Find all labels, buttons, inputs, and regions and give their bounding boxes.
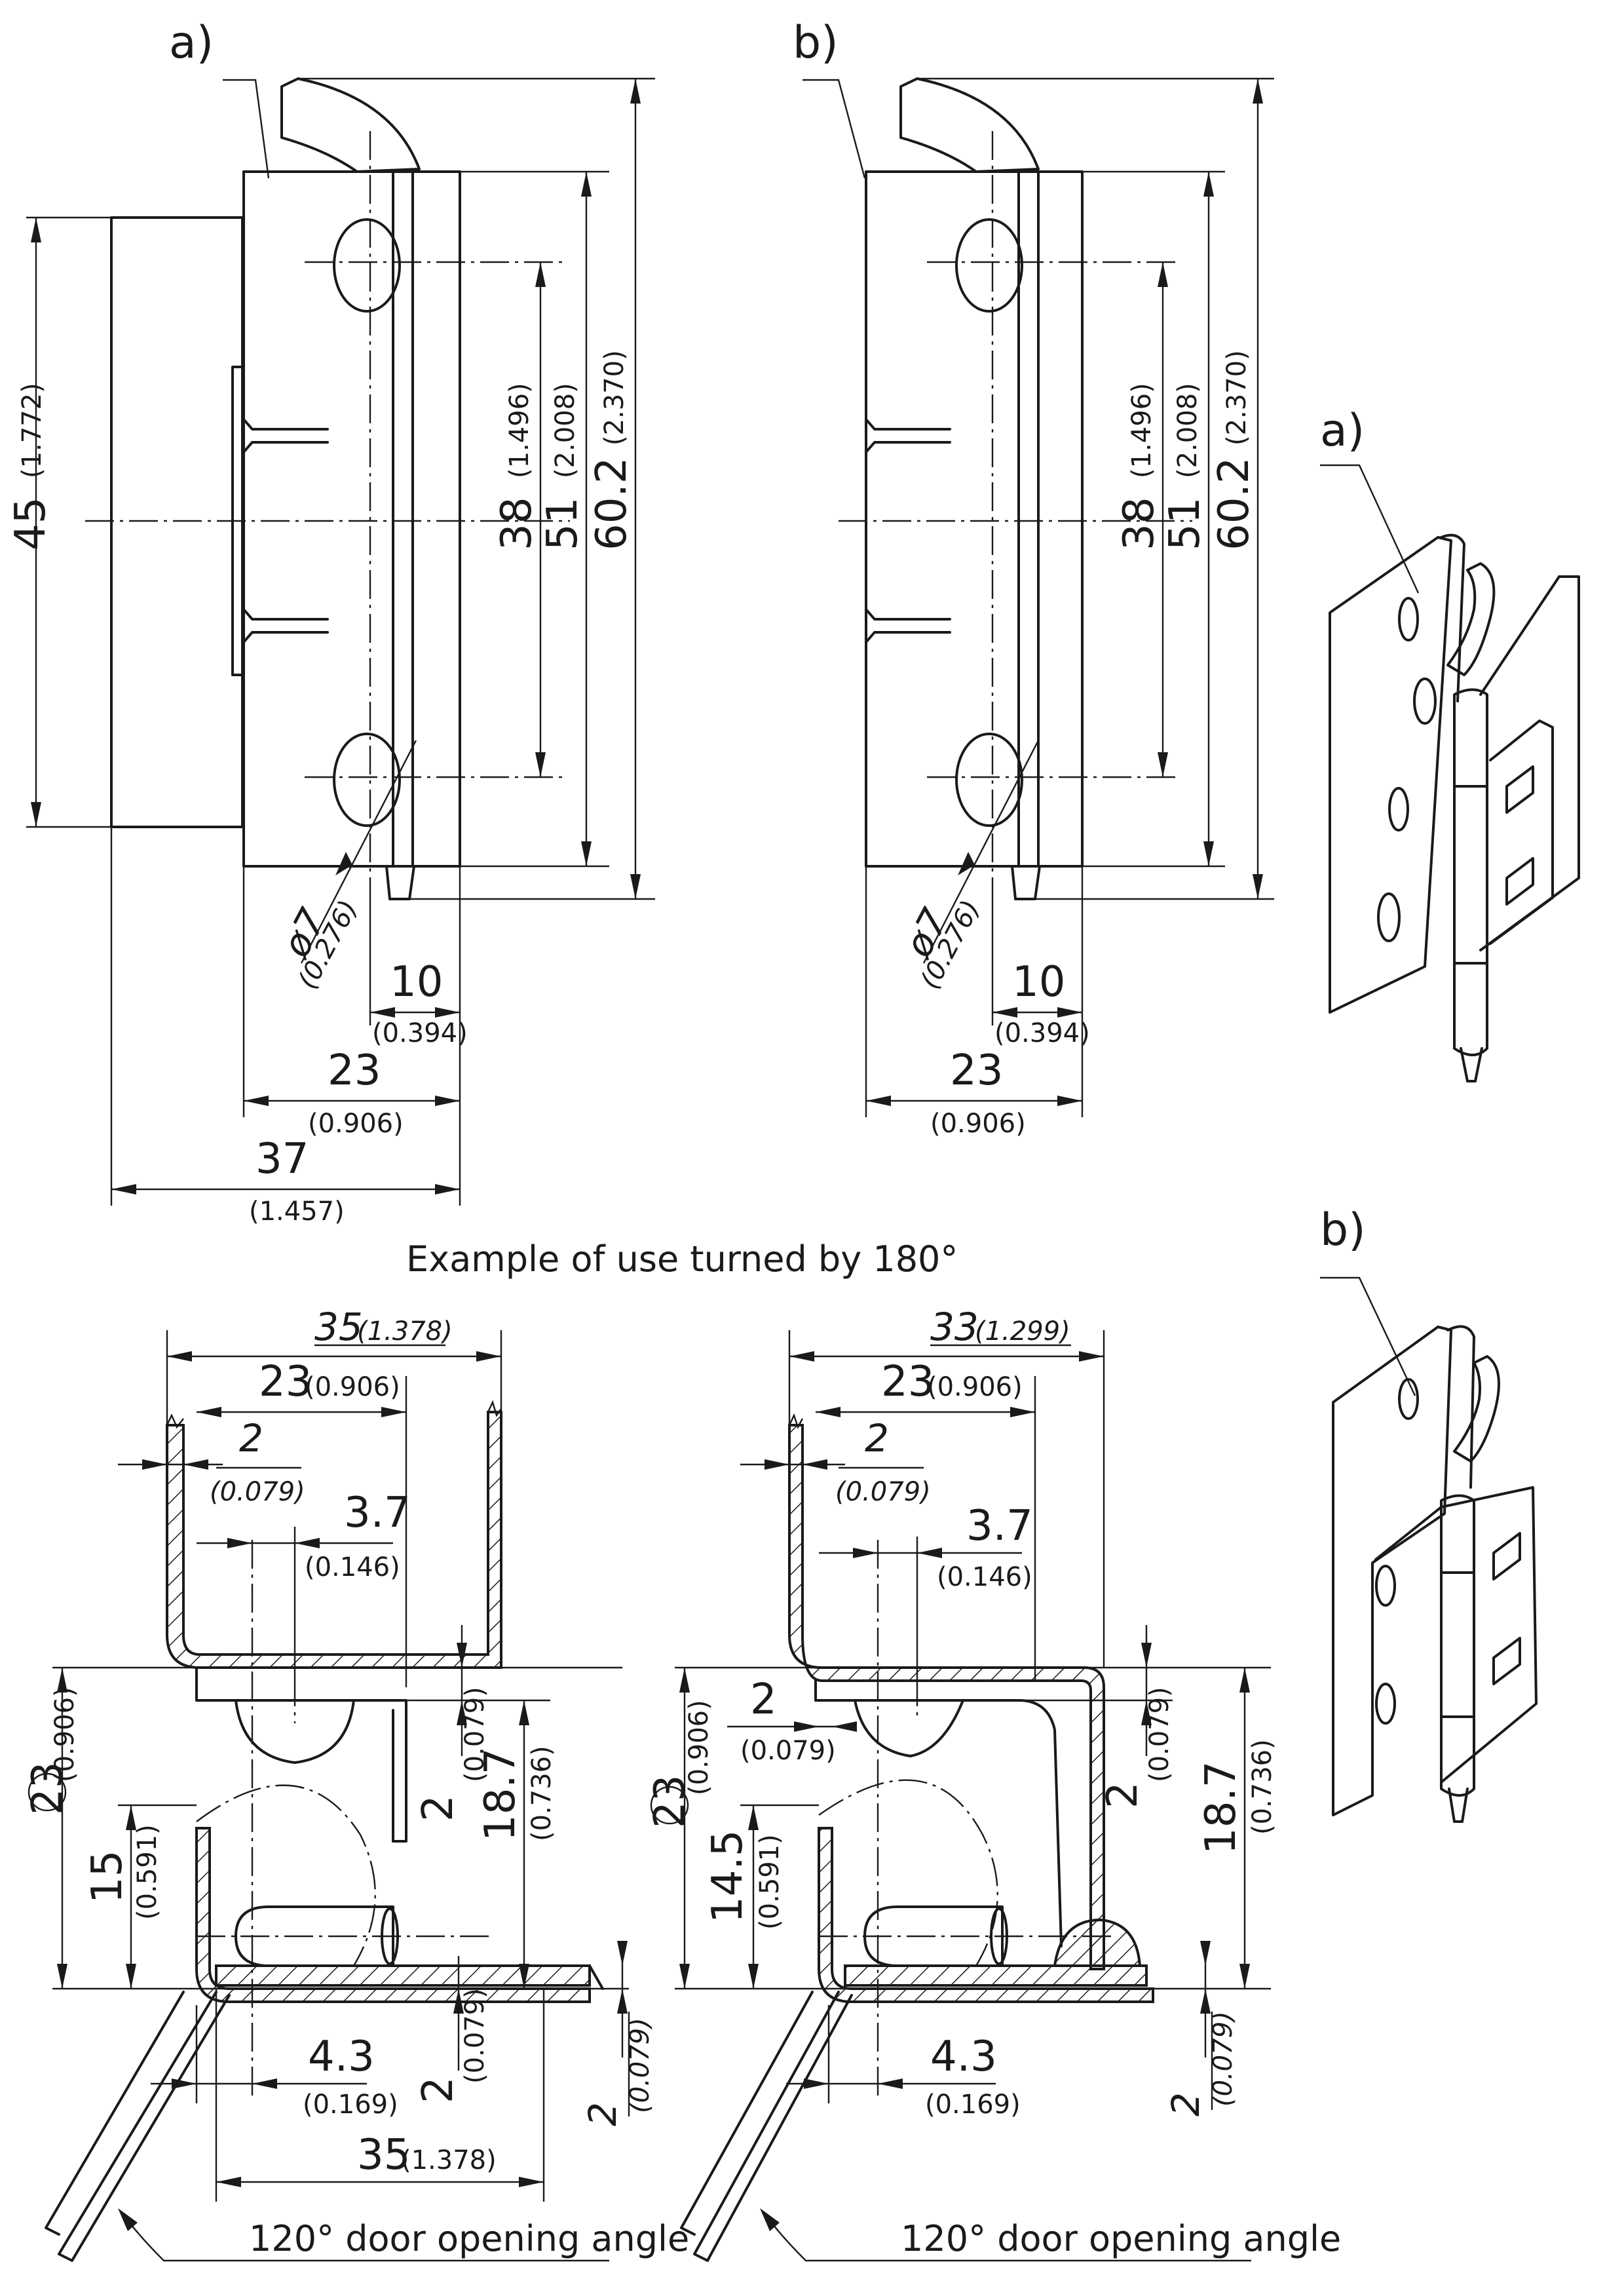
dim-sb-r2-in: (0.079): [1208, 2011, 1238, 2107]
dim-sa-23-in: (0.906): [305, 1372, 400, 1402]
view-a-label: a): [169, 17, 214, 69]
dim-sb-h23-in: (0.906): [684, 1700, 714, 1795]
dim-sb-t2: 2: [865, 1416, 889, 1461]
dim-sa-35: 35: [314, 1305, 363, 1349]
dim-sa-h15-in: (0.591): [132, 1824, 162, 1920]
dim-sa-h23: 23: [24, 1762, 72, 1815]
dim-sa-bw35: 35: [357, 2131, 410, 2179]
dim-sa-18-7-in: (0.736): [527, 1746, 557, 1841]
dim-sa-b2: 2: [414, 2076, 463, 2103]
dim-sa-35-in: (1.378): [357, 1316, 453, 1347]
dim-sb-t2-in: (0.079): [835, 1477, 931, 1507]
dim-sb-14-5-in: (0.591): [755, 1834, 785, 1930]
iso-view-b: b): [1320, 1204, 1538, 1823]
dim-60-2-in: (2.370): [599, 350, 630, 446]
dim-37-in: (1.457): [249, 1196, 345, 1227]
section-view-b: 33 (1.299) 23 (0.906) 2 (0.079) 3.7 (0.1…: [646, 1305, 1341, 2262]
dim-37: 37: [255, 1135, 309, 1183]
dim-sa-r2-in: (0.079): [625, 2018, 655, 2113]
dim-sa-h23-in: (0.906): [50, 1687, 80, 1782]
dim-b-51-in: (2.008): [1173, 383, 1203, 478]
dim-b-38: 38: [1115, 497, 1163, 550]
dim-b-60-2-in: (2.370): [1222, 350, 1252, 446]
dim-b-38-in: (1.496): [1127, 383, 1157, 478]
dim-sa-b2-in: (0.079): [460, 1988, 490, 2084]
iso-a-label: a): [1320, 405, 1365, 457]
dim-45-in: (1.772): [17, 383, 47, 478]
dim-60-2: 60.2: [588, 457, 636, 551]
dim-sa-g2: 2: [414, 1795, 463, 1822]
dim-sa-g2-in: (0.079): [460, 1687, 490, 1782]
dim-b-60-2: 60.2: [1210, 457, 1258, 551]
dim-sb-33-in: (1.299): [975, 1316, 1070, 1347]
dim-51-in: (2.008): [550, 383, 580, 478]
dim-10-in: (0.394): [372, 1018, 468, 1048]
view-b-label: b): [793, 17, 839, 69]
dim-sa-h15: 15: [83, 1850, 132, 1904]
dim-10: 10: [390, 958, 443, 1006]
dim-sb-s2: 2: [750, 1675, 777, 1724]
front-view-a: a) 45 (1.772): [7, 17, 655, 1227]
dim-sb-g2-in: (0.079): [1144, 1687, 1175, 1782]
dim-sa-r2: 2: [580, 2102, 625, 2126]
dim-sb-g2: 2: [1099, 1782, 1147, 1808]
angle-note-b: 120° door opening angle: [901, 2218, 1341, 2259]
dim-sa-3-7-in: (0.146): [305, 1552, 400, 1582]
dim-45: 45: [7, 497, 55, 550]
dim-sb-r2: 2: [1163, 2092, 1208, 2116]
dim-b-10: 10: [1012, 958, 1065, 1006]
iso-view-a: a): [1320, 405, 1580, 1082]
dim-sb-14-5: 14.5: [704, 1830, 752, 1924]
dim-23: 23: [328, 1046, 381, 1095]
dim-sb-h23: 23: [646, 1775, 694, 1828]
dim-sa-t2-in: (0.079): [210, 1477, 305, 1507]
angle-note-a: 120° door opening angle: [249, 2218, 689, 2259]
dim-sb-3-7: 3.7: [966, 1502, 1033, 1550]
dim-b-10-in: (0.394): [994, 1018, 1090, 1048]
dim-sa-4-3-in: (0.169): [303, 2090, 398, 2120]
dim-sa-t2: 2: [239, 1416, 263, 1461]
dim-sa-18-7: 18.7: [476, 1748, 525, 1842]
example-note: Example of use turned by 180°: [406, 1238, 958, 1280]
dim-23-in: (0.906): [308, 1109, 404, 1139]
dim-sb-23: 23: [881, 1358, 934, 1406]
dim-b-23: 23: [950, 1046, 1003, 1095]
front-view-b: b) 38 (1.496) 51 (2.008) 60.2 (2.370): [793, 17, 1274, 1139]
dim-sa-bw35-in: (1.378): [401, 2145, 497, 2175]
dim-sb-18-7-in: (0.736): [1247, 1739, 1277, 1835]
section-view-a: 35 (1.378) 23 (0.906) 2 (0.079) 3.7 (0.1…: [24, 1305, 689, 2262]
dim-sa-4-3: 4.3: [308, 2033, 375, 2081]
iso-b-label: b): [1320, 1204, 1366, 1256]
dim-sb-s2-in: (0.079): [740, 1736, 836, 1766]
dim-b-23-in: (0.906): [930, 1109, 1026, 1139]
dim-sb-18-7: 18.7: [1197, 1761, 1245, 1855]
dim-sb-33: 33: [930, 1305, 979, 1349]
dim-sa-23: 23: [259, 1358, 312, 1406]
dim-sa-3-7: 3.7: [344, 1489, 411, 1537]
dim-b-51: 51: [1161, 497, 1209, 550]
dim-51: 51: [538, 497, 587, 550]
dim-38-in: (1.496): [504, 383, 535, 478]
dim-sb-4-3: 4.3: [930, 2033, 997, 2081]
dim-sb-4-3-in: (0.169): [925, 2090, 1021, 2120]
dim-sb-3-7-in: (0.146): [937, 1562, 1032, 1592]
dim-38: 38: [493, 497, 541, 550]
dim-sb-23-in: (0.906): [927, 1372, 1023, 1402]
